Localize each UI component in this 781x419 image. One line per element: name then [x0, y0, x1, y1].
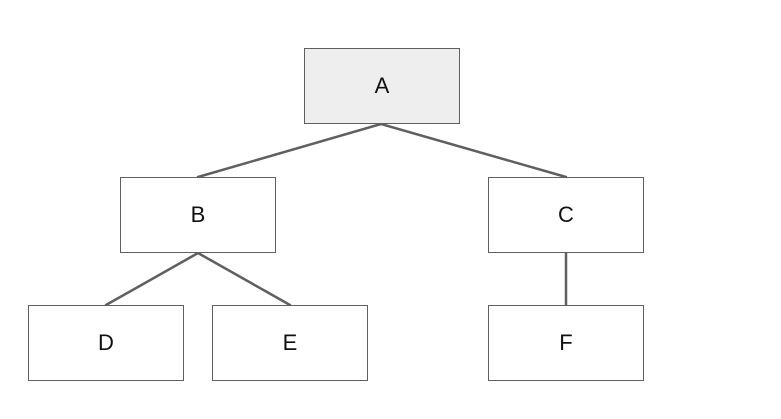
edge-b-d — [104, 251, 200, 307]
node-d: D — [28, 305, 184, 381]
node-b-label: B — [190, 202, 206, 227]
node-a-label: A — [374, 73, 390, 98]
node-a: A — [304, 48, 460, 124]
node-e-label: E — [282, 330, 298, 355]
node-d-label: D — [98, 330, 114, 355]
node-f: F — [488, 305, 644, 381]
node-c-label: C — [558, 202, 574, 227]
edge-b-e — [196, 251, 292, 307]
node-e: E — [212, 305, 368, 381]
node-f-label: F — [559, 330, 573, 355]
edge-a-c — [379, 122, 568, 179]
node-c: C — [488, 177, 644, 253]
node-b: B — [120, 177, 276, 253]
edge-a-b — [196, 122, 383, 179]
